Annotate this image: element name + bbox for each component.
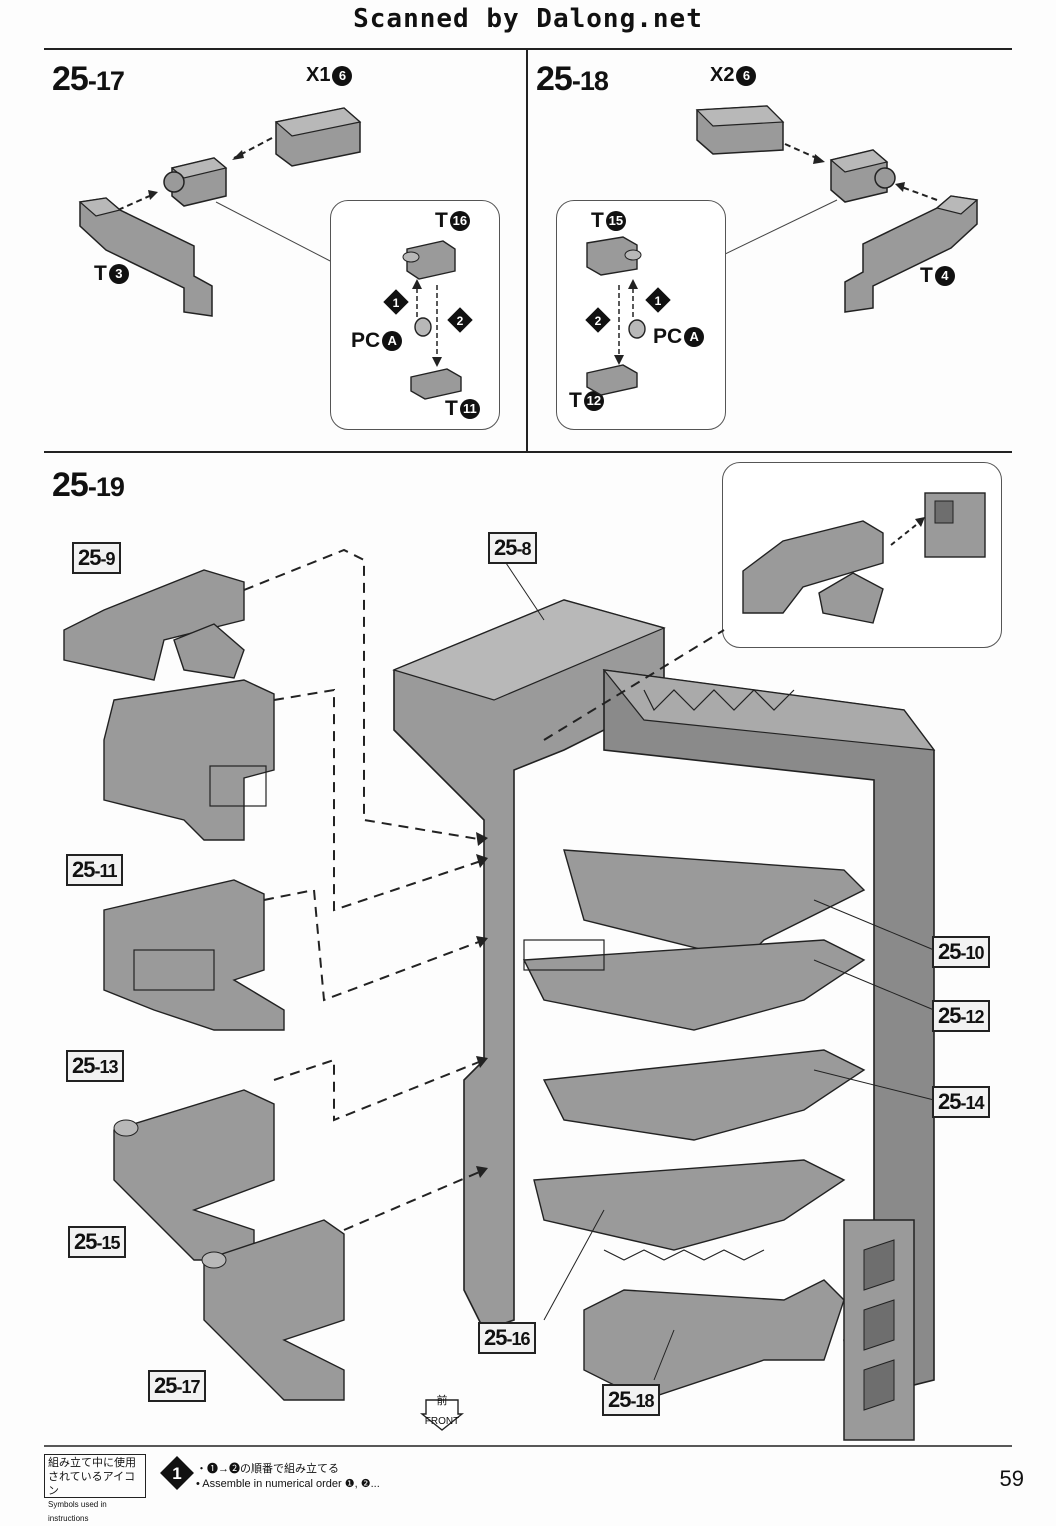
callout-25-18: 25-18 bbox=[602, 1384, 660, 1416]
part-t3-arm bbox=[78, 197, 213, 317]
part-x2-block bbox=[695, 105, 785, 155]
part-x1-block bbox=[274, 107, 362, 167]
step-25-18-illustration bbox=[695, 105, 979, 313]
callout-25-8: 25-8 bbox=[488, 532, 537, 564]
callout-25-9: 25-9 bbox=[72, 542, 121, 574]
legend-title-en: Symbols used in instructions bbox=[48, 1500, 107, 1523]
deck-25-14 bbox=[542, 1049, 866, 1141]
front-label: FRONT bbox=[424, 1416, 460, 1427]
order-2-marker: 2 bbox=[457, 314, 464, 328]
order-1-marker-b: 1 bbox=[655, 294, 662, 308]
insertion-guides bbox=[243, 548, 725, 1231]
part-25-13 bbox=[103, 879, 285, 1031]
callout-leaders bbox=[503, 559, 935, 1381]
step-25-18-title: 25-18 bbox=[536, 60, 609, 98]
part-25-17 bbox=[201, 1219, 345, 1401]
deck-25-18 bbox=[583, 1279, 845, 1401]
step-25-19-illustration bbox=[63, 548, 936, 1441]
part-25-15 bbox=[113, 1089, 275, 1261]
step-25-17-title: 25-17 bbox=[52, 60, 125, 98]
insertion-arrowheads bbox=[476, 832, 488, 1178]
callout-25-16: 25-16 bbox=[478, 1322, 536, 1354]
order-1-marker: 1 bbox=[393, 296, 400, 310]
step-25-19-title: 25-19 bbox=[52, 466, 125, 504]
part-25-11 bbox=[103, 679, 275, 841]
clip-detail-illustration bbox=[742, 492, 986, 624]
callout-25-11: 25-11 bbox=[66, 854, 123, 886]
part-t4-arm bbox=[844, 195, 979, 313]
order-symbol-number: 1 bbox=[172, 1464, 181, 1483]
part-joint-block-b bbox=[829, 149, 896, 203]
front-kanji: 前 bbox=[436, 1395, 448, 1407]
callout-25-12: 25-12 bbox=[932, 1000, 990, 1032]
part-25-9 bbox=[63, 569, 245, 681]
callout-25-13: 25-13 bbox=[66, 1050, 124, 1082]
front-direction-marker: 前 FRONT bbox=[418, 1390, 466, 1432]
callout-25-15: 25-15 bbox=[68, 1226, 126, 1258]
assembly-order-diagram: 1 2 bbox=[383, 240, 473, 400]
legend-title-jp-2: されているアイコン bbox=[48, 1471, 136, 1497]
part-joint-block bbox=[163, 157, 228, 207]
symbol-description-en: • Assemble in numerical order ❶, ❷... bbox=[196, 1478, 380, 1490]
step-25-17-illustration bbox=[78, 107, 362, 317]
step-25-19-detail-inset bbox=[722, 462, 1002, 648]
front-arrow-icon bbox=[420, 1399, 464, 1431]
symbol-description: ・❶→❷の順番で組み立てる • Assemble in numerical or… bbox=[196, 1462, 380, 1492]
assembly-order-diagram-b: 1 2 bbox=[585, 236, 671, 396]
symbols-legend-title: 組み立て中に使用 されているアイコン Symbols used in instr… bbox=[44, 1454, 146, 1523]
deck-25-12 bbox=[522, 939, 866, 1031]
callout-25-17: 25-17 bbox=[148, 1370, 206, 1402]
callout-25-14: 25-14 bbox=[932, 1086, 990, 1118]
order-symbol-icon: 1 bbox=[160, 1456, 194, 1490]
legend-title-jp-1: 組み立て中に使用 bbox=[48, 1457, 136, 1469]
scanner-credit: Scanned by Dalong.net bbox=[353, 4, 703, 34]
deck-25-10 bbox=[563, 849, 866, 961]
symbol-description-jp: ・❶→❷の順番で組み立てる bbox=[196, 1463, 339, 1475]
order-2-marker-b: 2 bbox=[595, 314, 602, 328]
frame-main-body bbox=[392, 599, 936, 1441]
page-number: 59 bbox=[999, 1466, 1024, 1491]
callout-25-10: 25-10 bbox=[932, 936, 990, 968]
deck-25-16 bbox=[533, 1159, 846, 1251]
